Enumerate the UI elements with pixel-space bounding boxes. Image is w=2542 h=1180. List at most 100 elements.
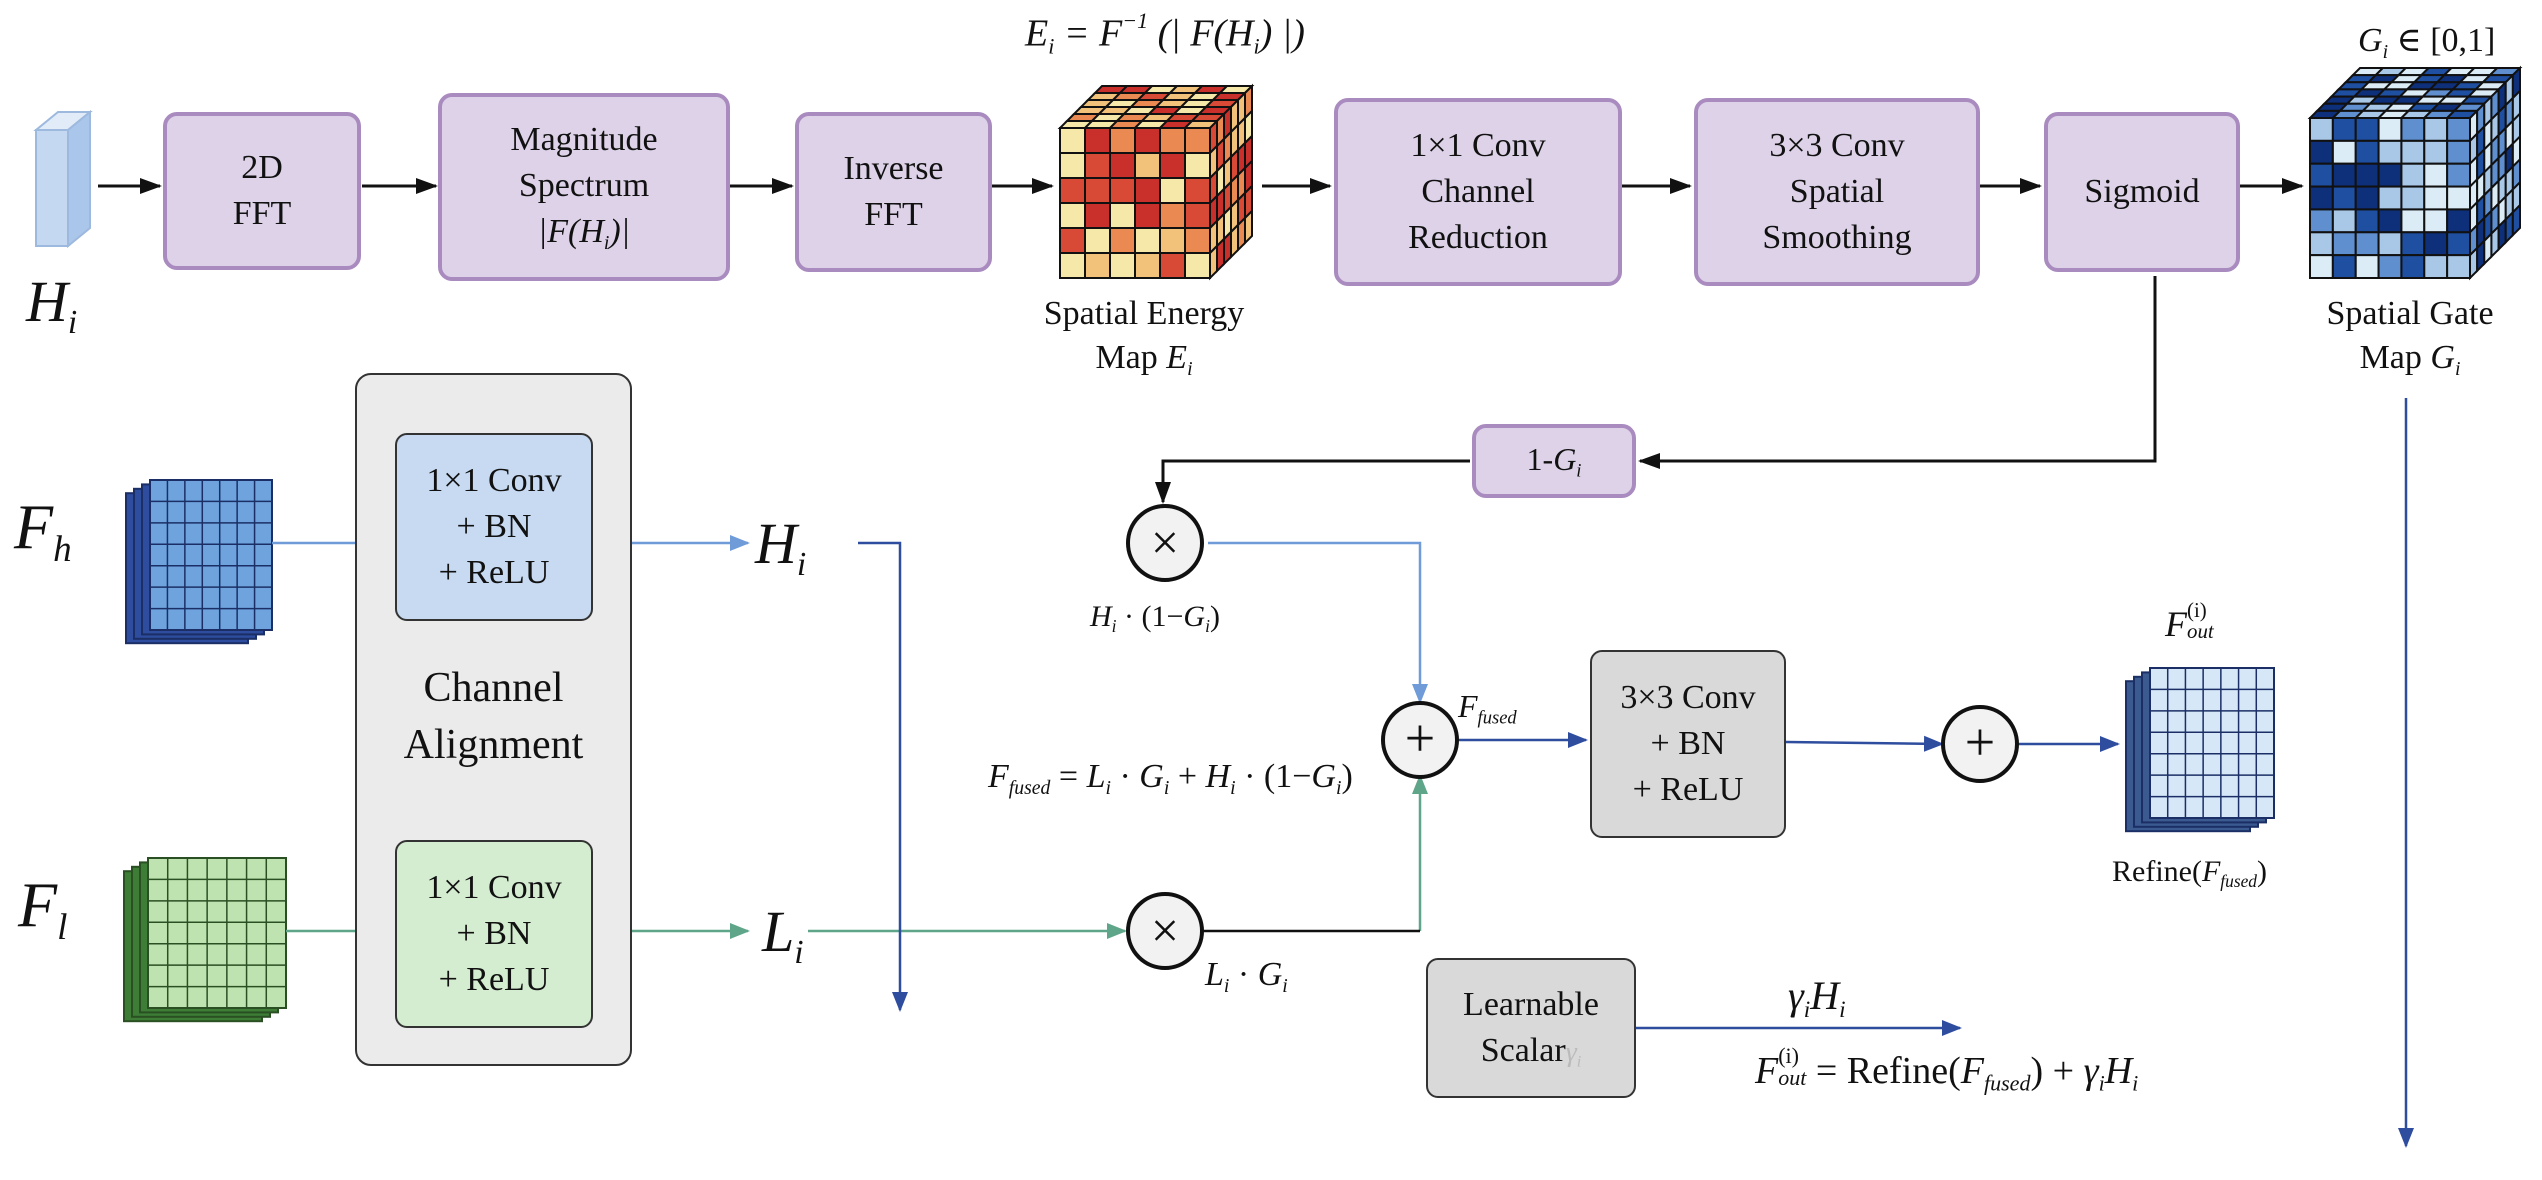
- fft-2d-line2: FFT: [232, 195, 292, 232]
- gate-formula: Gi ∈ [0,1]: [2358, 22, 2496, 63]
- fused-label: Ffused: [1458, 688, 1517, 729]
- gate-cube-front-cell: [2400, 139, 2426, 165]
- energy-cube-front-cell: [1184, 252, 1211, 279]
- energy-cube-front-cell: [1159, 202, 1186, 229]
- align-low-line1: 1×1 Conv: [426, 869, 562, 907]
- gate-cube-front-cell: [2331, 117, 2357, 142]
- fft-2d-box: 2D FFT: [163, 112, 361, 270]
- channel-alignment-title: Channel Alignment: [355, 660, 632, 773]
- energy-cube-front-cell: [1109, 227, 1136, 254]
- gate-cube-front-cell: [2377, 254, 2403, 279]
- multiply-bottom-node: [1126, 892, 1204, 970]
- learnable-scalar-box: Learnable Scalarγi: [1426, 958, 1636, 1098]
- gate-cube-front-cell: [2423, 208, 2449, 234]
- channel-reduction-line3: Reduction: [1408, 218, 1548, 256]
- learnable-line2: Scalarγi: [1480, 1032, 1582, 1071]
- energy-cube-side-cell: [1216, 236, 1225, 274]
- gate-cube-front-cell: [2423, 139, 2449, 165]
- refine-conv-box: 3×3 Conv + BN + ReLU: [1590, 650, 1786, 838]
- spatial-gate-map-cube: [2307, 65, 2523, 281]
- inverse-fft-box: Inverse FFT: [795, 112, 992, 272]
- refine-output-label: Refine(Ffused): [2112, 855, 2268, 892]
- gate-cube-front-cell: [2377, 208, 2403, 234]
- magnitude-line1: Magnitude: [510, 121, 658, 159]
- gate-cube-front-cell: [2309, 162, 2334, 188]
- add-fuse-symbol: +: [1404, 708, 1436, 768]
- energy-cube-front-cell: [1109, 202, 1136, 229]
- energy-cube-front-cell: [1184, 202, 1211, 229]
- spatial-smoothing-box: 3×3 Conv Spatial Smoothing: [1694, 98, 1980, 286]
- gate-cube-front-cell: [2446, 117, 2471, 142]
- gate-cube-front-cell: [2354, 185, 2380, 211]
- energy-cube-front-cell: [1059, 252, 1086, 279]
- add-fuse-node: [1381, 701, 1459, 779]
- gate-map-label-line2: Map Gi: [2359, 339, 2461, 381]
- mul-bottom-label: Li · Gi: [1205, 956, 1288, 997]
- fh-stack-layer: [149, 479, 273, 631]
- gate-cube-front-cell: [2309, 231, 2334, 257]
- learnable-line1: Learnable: [1463, 986, 1599, 1024]
- align-low-line2: + BN: [456, 915, 532, 953]
- final-formula: F(i)out = Refine(Ffused) + γiHi: [1755, 1043, 2139, 1096]
- energy-cube-front-cell: [1084, 202, 1111, 229]
- energy-cube-front-cell: [1109, 127, 1136, 154]
- magnitude-line2: Spectrum: [518, 167, 650, 205]
- energy-cube-front-cell: [1084, 252, 1111, 279]
- energy-cube-front-cell: [1084, 177, 1111, 204]
- align-high-line2: + BN: [456, 508, 532, 546]
- sigmoid-label: Sigmoid: [2084, 173, 2200, 211]
- multiply-top-symbol: ×: [1150, 514, 1180, 570]
- energy-cube-front-cell: [1184, 152, 1211, 179]
- align-high-line1: 1×1 Conv: [426, 462, 562, 500]
- energy-cube-side-cell: [1237, 215, 1246, 253]
- magnitude-formula: |F(Hi)|: [537, 213, 631, 255]
- magnitude-spectrum-box: Magnitude Spectrum |F(Hi)|: [438, 93, 730, 281]
- gate-cube-front-cell: [2400, 231, 2426, 257]
- gate-cube-side-cell: [2511, 202, 2521, 238]
- energy-cube-front-cell: [1059, 152, 1086, 179]
- energy-cube-front-cell: [1109, 252, 1136, 279]
- refine-line1: 3×3 Conv: [1620, 679, 1756, 717]
- input-hi-label: Hi: [26, 269, 78, 341]
- inverse-fft-line2: FFT: [864, 196, 923, 233]
- channel-reduction-line1: 1×1 Conv: [1410, 127, 1546, 165]
- add-output-symbol: +: [1964, 712, 1996, 772]
- gate-map-label-line1: Spatial Gate: [2326, 295, 2494, 332]
- align-low-line3: + ReLU: [438, 960, 550, 998]
- energy-cube-side-cell: [1244, 208, 1253, 246]
- green-arrows: [286, 774, 1428, 939]
- gate-cube-front-cell: [2331, 139, 2357, 165]
- gate-cube-front-cell: [2377, 139, 2403, 165]
- navy-arrows: [858, 398, 2414, 1148]
- gate-cube-front-cell: [2400, 208, 2426, 234]
- align-high-line3: + ReLU: [438, 553, 550, 591]
- gate-cube-front-cell: [2446, 254, 2471, 279]
- fft-2d-line1: 2D: [241, 149, 283, 187]
- output-feature-stack-icon: [2125, 667, 2275, 833]
- one-minus-gate-label: 1-Gi: [1526, 441, 1582, 482]
- gate-cube-front-cell: [2446, 208, 2471, 234]
- gate-cube-front-cell: [2423, 231, 2449, 257]
- channel-reduction-line2: Channel: [1421, 173, 1535, 211]
- gate-cube-front-cell: [2331, 254, 2357, 279]
- energy-cube-front-cell: [1109, 177, 1136, 204]
- aligned-li-label: Li: [762, 899, 804, 971]
- aligned-hi-label: Hi: [755, 511, 807, 583]
- sigmoid-box: Sigmoid: [2044, 112, 2240, 272]
- energy-cube-side-cell: [1223, 229, 1232, 267]
- gate-cube-front-cell: [2331, 231, 2357, 257]
- gate-cube-front-cell: [2331, 208, 2357, 234]
- gate-cube-front-cell: [2309, 185, 2334, 211]
- gate-cube-front-cell: [2446, 185, 2471, 211]
- energy-cube-front-cell: [1084, 152, 1111, 179]
- gate-cube-front-cell: [2354, 162, 2380, 188]
- energy-cube-side-cell: [1209, 243, 1218, 281]
- energy-cube-front-cell: [1134, 177, 1161, 204]
- energy-formula: Ei = F−1 (| F(Hi) |): [1025, 8, 1305, 59]
- add-output-node: [1941, 705, 2019, 783]
- gate-cube-front-cell: [2331, 185, 2357, 211]
- energy-cube-front-cell: [1184, 127, 1211, 154]
- energy-cube-front-cell: [1059, 227, 1086, 254]
- gate-cube-front-cell: [2377, 117, 2403, 142]
- channel-alignment-title-line2: Alignment: [403, 721, 584, 768]
